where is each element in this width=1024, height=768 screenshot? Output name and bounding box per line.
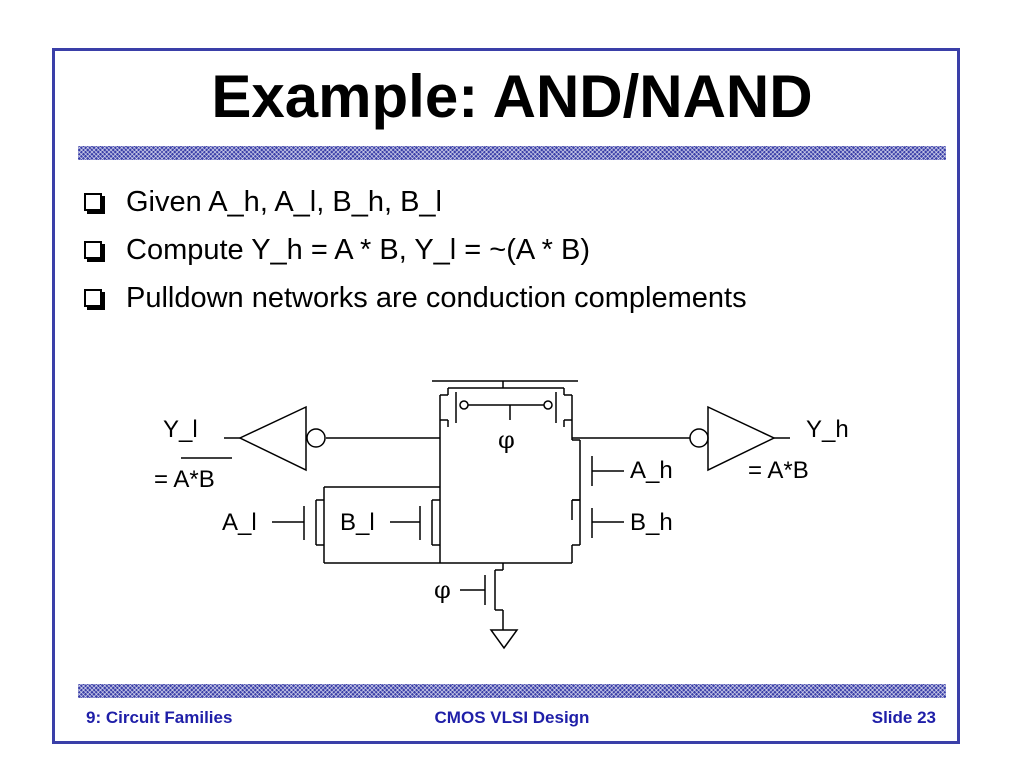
footer-left: 9: Circuit Families [86,708,233,727]
a-l-label: A_l [222,509,257,536]
slide-frame [52,48,960,744]
footer-divider [78,684,946,698]
bullet-item: Compute Y_h = A * B, Y_l = ~(A * B) [84,226,747,274]
nmos-icon [390,499,440,546]
y-l-label: Y_l [163,416,198,443]
bullet-text: Compute Y_h = A * B, Y_l = ~(A * B) [126,233,591,266]
slide-title: Example: AND/NAND [211,63,813,130]
y-h-label: Y_h [806,416,849,443]
b-l-label: B_l [340,509,375,536]
phi-bottom-label: φ [434,576,451,604]
b-h-label: B_h [630,509,673,536]
footer-center: CMOS VLSI Design [434,708,590,727]
checkbox-bullet-icon [84,193,102,211]
bullet-text: Pulldown networks are conduction complem… [126,281,747,314]
nmos-icon [571,499,624,563]
bullet-item: Given A_h, A_l, B_h, B_l [84,178,747,226]
phi-top-label: φ [498,426,515,454]
bullet-text: Given A_h, A_l, B_h, B_l [126,185,442,218]
y-h-expression: = A*B [748,457,809,484]
y-l-expr-prefix: = [154,466,173,493]
y-l-expression: = A*B [154,466,215,493]
bullet-item: Pulldown networks are conduction complem… [84,274,747,322]
a-h-label: A_h [630,457,673,484]
pmos-icon [543,388,573,427]
footer-right: Slide 23 [871,708,936,727]
nmos-icon [272,499,324,546]
y-l-expr-term: A*B [173,466,214,493]
ground-icon [489,629,519,650]
bullet-list: Given A_h, A_l, B_h, B_l Compute Y_h = A… [84,178,747,322]
checkbox-bullet-icon [84,289,102,307]
checkbox-bullet-icon [84,241,102,259]
inverter-icon [689,405,790,472]
title-divider [78,146,946,160]
inverter-icon [224,405,326,472]
pmos-icon [439,388,469,427]
nmos-icon [460,569,504,628]
nmos-icon [571,439,624,520]
